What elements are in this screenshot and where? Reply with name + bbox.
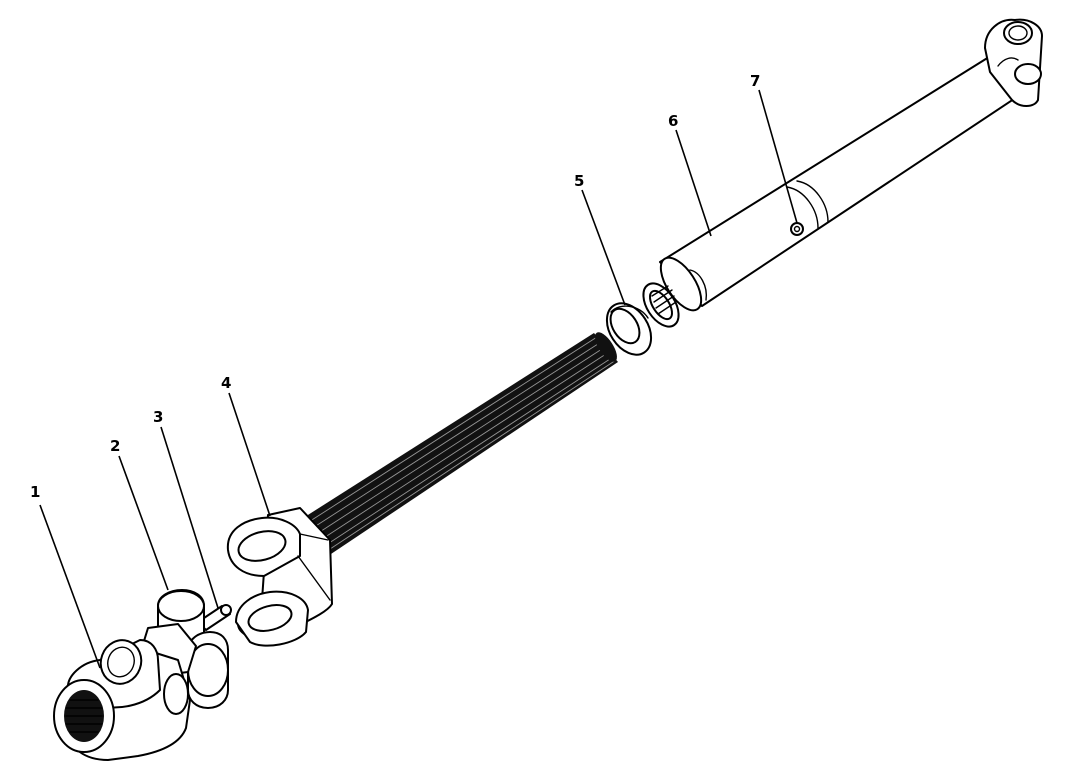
tube-end-yoke <box>984 18 1043 107</box>
callout-1: 1 <box>30 483 40 501</box>
part-5-dust-cap <box>605 302 653 356</box>
callout-2: 2 <box>110 437 120 455</box>
callout-7: 7 <box>750 72 760 90</box>
leader-1 <box>39 504 101 669</box>
part-7-grease-fitting <box>790 222 804 236</box>
leader-lines <box>39 89 798 669</box>
leader-6 <box>675 129 712 237</box>
callout-6: 6 <box>668 112 678 130</box>
callout-labels: 1 2 3 4 5 6 7 <box>30 72 760 501</box>
part-4-slip-yoke <box>226 507 333 647</box>
part-6-shaft-tube <box>642 51 1024 328</box>
callout-5: 5 <box>574 172 584 190</box>
leader-4 <box>228 392 271 517</box>
leader-7 <box>758 89 798 224</box>
part-1-end-yoke <box>53 639 191 761</box>
callout-4: 4 <box>221 374 231 392</box>
leader-5 <box>581 189 626 306</box>
leader-3 <box>160 426 219 609</box>
leader-2 <box>118 455 169 591</box>
part-4-splined-shaft <box>300 332 618 556</box>
callout-3: 3 <box>153 408 163 426</box>
